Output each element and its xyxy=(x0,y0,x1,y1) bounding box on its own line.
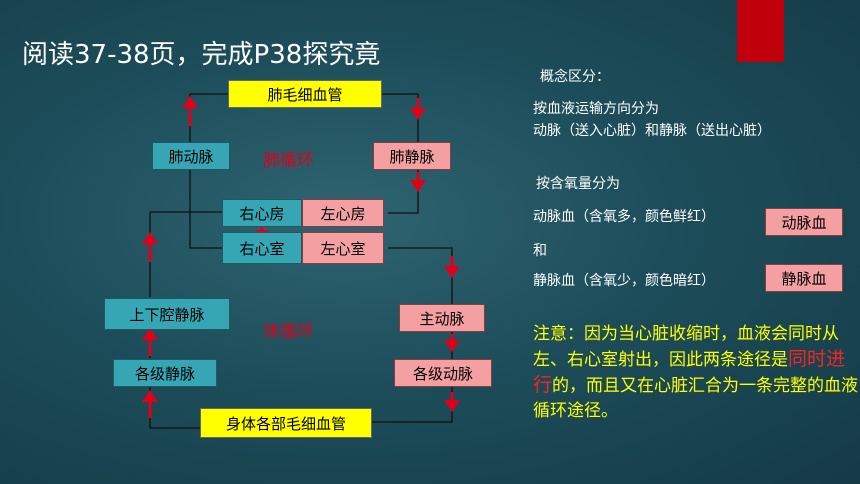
vena-cava-box: 上下腔静脉 xyxy=(104,298,230,330)
arrow-down-4 xyxy=(444,334,460,352)
systemic-circulation-label: 体循环 xyxy=(263,322,314,342)
by-direction-text: 按血液运输方向分为 xyxy=(533,101,659,117)
arrow-up-1 xyxy=(182,96,198,126)
arterial-blood-box: 动脉血 xyxy=(765,208,843,236)
aorta-box: 主动脉 xyxy=(399,304,485,332)
left-ventricle-box: 左心室 xyxy=(302,232,384,264)
pulmonary-artery-box: 肺动脉 xyxy=(152,142,230,170)
arterial-blood-desc: 动脉血（含氧多，颜色鲜红） xyxy=(533,209,715,225)
body-capillaries-box: 身体各部毛细血管 xyxy=(200,408,372,438)
right-atrium-box: 右心房 xyxy=(222,199,302,227)
and-text: 和 xyxy=(533,243,547,259)
warning-text-part2: 的，而且又在心脏汇合为一条完整的血液循环途径。 xyxy=(533,376,859,421)
arrow-down-1 xyxy=(410,98,426,120)
arrow-down-3 xyxy=(444,256,460,278)
venous-blood-box: 静脉血 xyxy=(765,264,843,292)
pulmonary-vein-box: 肺静脉 xyxy=(373,142,451,170)
left-atrium-box: 左心房 xyxy=(302,199,384,227)
pulmonary-circulation-label: 肺循环 xyxy=(263,151,314,171)
veins-box: 各级静脉 xyxy=(113,359,217,387)
page-title: 阅读37-38页，完成P38探究竟 xyxy=(22,40,381,70)
warning-text-part1: 注意：因为当心脏收缩时，血液会同时从左、右心室射出，因此两条途径是 xyxy=(533,324,839,370)
arteries-box: 各级动脉 xyxy=(394,359,492,387)
arrow-up-4 xyxy=(142,390,158,418)
venous-blood-desc: 静脉血（含氧少，颜色暗红） xyxy=(533,273,715,289)
right-ventricle-box: 右心室 xyxy=(222,232,302,264)
warning-highlight: 同时进行 xyxy=(533,348,846,396)
concept-heading: 概念区分： xyxy=(540,69,610,85)
red-corner-tab xyxy=(737,0,784,62)
arrow-up-2 xyxy=(142,232,158,262)
flow-arrows xyxy=(142,96,460,418)
arrow-down-2 xyxy=(410,172,426,192)
direction-detail-text: 动脉（送入心脏）和静脉（送出心脏） xyxy=(533,123,771,139)
warning-paragraph: 注意：因为当心脏收缩时，血液会同时从左、右心室射出，因此两条途径是同时进行的，而… xyxy=(533,322,860,424)
arrow-down-5 xyxy=(444,392,460,412)
arrow-up-3 xyxy=(142,328,158,356)
by-oxygen-text: 按含氧量分为 xyxy=(536,176,620,192)
pulmonary-capillaries-box: 肺毛细血管 xyxy=(228,80,382,108)
